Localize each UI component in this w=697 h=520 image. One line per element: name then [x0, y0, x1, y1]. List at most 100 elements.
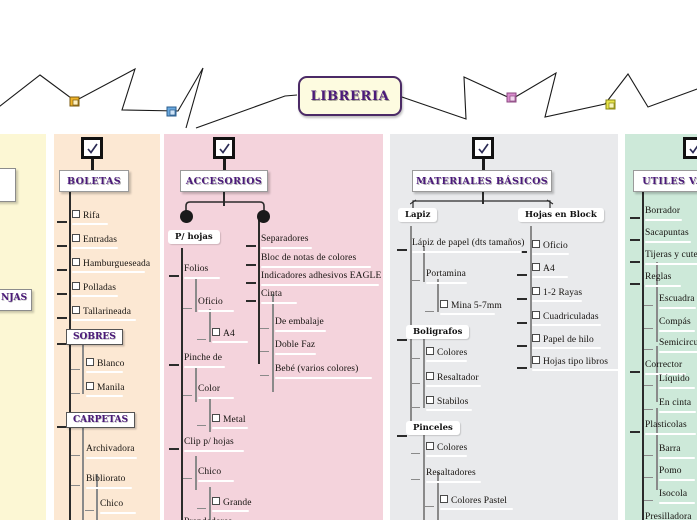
subhead-carpetas[interactable]: CARPETAS: [66, 412, 135, 428]
leaf-item[interactable]: Doble Faz: [275, 340, 315, 350]
leaf-item[interactable]: Portamina: [426, 269, 466, 279]
leaf-item[interactable]: Corrector: [645, 360, 682, 370]
leaf-item[interactable]: Papel de hilo: [532, 334, 594, 345]
leaf-item[interactable]: Resaltador: [426, 372, 479, 383]
leaf-item[interactable]: Separadores: [261, 234, 309, 244]
leaf-item[interactable]: Metal: [212, 414, 246, 425]
checkbox-icon[interactable]: [440, 300, 448, 308]
leaf-item[interactable]: Plasticolas: [645, 420, 687, 430]
subhead-lapiz[interactable]: Lapiz: [398, 208, 438, 222]
subhead-pinceles[interactable]: Pinceles: [406, 421, 460, 435]
accesorios-node-left[interactable]: [180, 210, 193, 223]
branch-title-accesorios[interactable]: ACCESORIOS: [180, 170, 268, 192]
leaf-item[interactable]: Grande: [212, 497, 252, 508]
subhead-p-hojas[interactable]: P/ hojas: [168, 230, 220, 244]
branch-title-materiales[interactable]: MATERIALES BÁSICOS: [412, 170, 552, 192]
accesorios-checkbox-icon[interactable]: [213, 137, 235, 159]
leaf-item[interactable]: Colores Pastel: [440, 495, 507, 506]
checkbox-icon[interactable]: [212, 414, 220, 422]
leaf-item[interactable]: Hamburgueseada: [72, 258, 150, 269]
checkbox-icon[interactable]: [426, 442, 434, 450]
leaf-item[interactable]: Barra: [659, 444, 681, 454]
leaf-item[interactable]: En cinta: [659, 398, 691, 408]
leaf-item[interactable]: De embalaje: [275, 317, 324, 327]
center-node-libreria[interactable]: LIBRERIA: [298, 76, 402, 116]
leaf-item[interactable]: Escuadra: [659, 294, 695, 304]
checkbox-icon[interactable]: [72, 258, 80, 266]
branch-title-boletas[interactable]: BOLETAS: [59, 170, 129, 192]
leaf-item[interactable]: Hojas tipo libros: [532, 356, 608, 367]
leaf-item[interactable]: Pomo: [659, 466, 682, 476]
checkbox-icon[interactable]: [212, 497, 220, 505]
checkbox-icon[interactable]: [426, 372, 434, 380]
leaf-item[interactable]: Borrador: [645, 206, 680, 216]
leaf-item[interactable]: Prendedores: [184, 517, 232, 520]
subhead-hojas-en-block[interactable]: Hojas en Block: [518, 208, 604, 222]
materiales-checkbox-icon[interactable]: [472, 137, 494, 159]
checkbox-icon[interactable]: [440, 495, 448, 503]
checkbox-icon[interactable]: [532, 287, 540, 295]
checkbox-icon[interactable]: [72, 234, 80, 242]
utiles-checkbox-icon[interactable]: [683, 137, 697, 159]
checkbox-icon[interactable]: [532, 263, 540, 271]
checkbox-icon[interactable]: [426, 347, 434, 355]
leaf-item[interactable]: Bloc de notas de colores: [261, 253, 356, 263]
leaf-item[interactable]: Cinta: [261, 289, 282, 299]
leaf-item[interactable]: Líquido: [659, 374, 690, 384]
checkbox-icon[interactable]: [532, 311, 540, 319]
leaf-item[interactable]: Cuadriculadas: [532, 311, 599, 322]
leaf-item[interactable]: Tijeras y cuter: [645, 250, 697, 260]
leaf-item[interactable]: Manila: [86, 382, 125, 393]
branch-title-utiles[interactable]: UTILES VA: [633, 170, 697, 192]
leaf-item[interactable]: Reglas: [645, 272, 671, 282]
leaf-item[interactable]: Pinche de: [184, 353, 222, 363]
leaf-item[interactable]: Colores: [426, 442, 467, 453]
leaf-item[interactable]: Compás: [659, 317, 691, 327]
leaf-item[interactable]: Clip p/ hojas: [184, 437, 234, 447]
leaf-item[interactable]: Rifa: [72, 210, 100, 221]
leaf-item[interactable]: Oficio: [532, 240, 568, 251]
leaf-item[interactable]: Lápiz de papel (dts tamaños): [412, 238, 525, 248]
leaf-item[interactable]: Chico: [100, 499, 123, 509]
checkbox-icon[interactable]: [532, 240, 540, 248]
subhead-boligrafos[interactable]: Boligrafos: [406, 325, 470, 339]
leaf-item[interactable]: Indicadores adhesivos EAGLE: [261, 271, 381, 281]
lapiz-trunk: [410, 226, 412, 422]
leaf-item[interactable]: Entradas: [72, 234, 117, 245]
checkbox-icon[interactable]: [86, 358, 94, 366]
leaf-underline: [72, 295, 118, 297]
leaf-item[interactable]: Bebé (varios colores): [275, 364, 358, 374]
leaf-item[interactable]: Tallarineada: [72, 306, 131, 317]
leaf-item[interactable]: A4: [532, 263, 555, 274]
leaf-item[interactable]: Sacapuntas: [645, 228, 689, 238]
leaf-item[interactable]: Colores: [426, 347, 467, 358]
checkbox-icon[interactable]: [532, 334, 540, 342]
checkbox-icon[interactable]: [426, 396, 434, 404]
checkbox-icon[interactable]: [86, 382, 94, 390]
leaf-item[interactable]: Semicircu: [659, 338, 697, 348]
leaf-item[interactable]: Stabilos: [426, 396, 468, 407]
checkbox-icon[interactable]: [72, 306, 80, 314]
leaf-item[interactable]: 1-2 Rayas: [532, 287, 582, 298]
checkbox-icon[interactable]: [212, 328, 220, 336]
leaf-item[interactable]: Archivadora: [86, 444, 135, 454]
leaf-item[interactable]: Resaltadores: [426, 468, 476, 478]
leaf-item[interactable]: A4: [212, 328, 235, 339]
leaf-item[interactable]: Bibliorato: [86, 474, 126, 484]
leaf-item[interactable]: Color: [198, 384, 220, 394]
checkbox-icon[interactable]: [532, 356, 540, 364]
leaf-item[interactable]: Blanco: [86, 358, 125, 369]
accesorios-node-right[interactable]: [257, 210, 270, 223]
checkbox-icon[interactable]: [72, 282, 80, 290]
leaf-item[interactable]: Mina 5-7mm: [440, 300, 502, 311]
leaf-underline: [426, 455, 468, 457]
leaf-item[interactable]: Isocola: [659, 489, 687, 499]
boletas-checkbox-icon[interactable]: [81, 137, 103, 159]
leaf-item[interactable]: Presilladora: [645, 512, 692, 520]
subhead-sobres[interactable]: SOBRES: [66, 329, 123, 345]
checkbox-icon[interactable]: [72, 210, 80, 218]
leaf-item[interactable]: Folios: [184, 264, 208, 274]
leaf-item[interactable]: Chico: [198, 467, 221, 477]
leaf-item[interactable]: Oficio: [198, 297, 223, 307]
leaf-item[interactable]: Polladas: [72, 282, 116, 293]
